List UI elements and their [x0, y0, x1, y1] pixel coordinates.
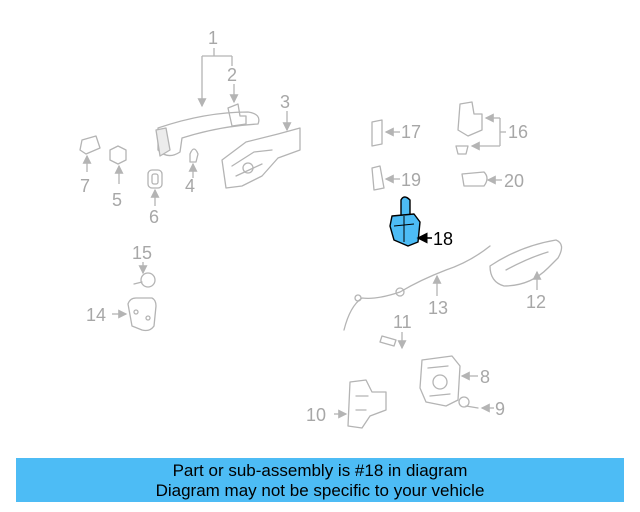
part-10-bracket[interactable] [347, 379, 387, 429]
callout-19: 19 [401, 170, 421, 190]
part-17-pad[interactable] [371, 119, 383, 147]
part-12-inside-handle[interactable] [489, 239, 563, 287]
part-20-clip[interactable] [461, 171, 488, 187]
part-15-bolt[interactable] [133, 272, 156, 288]
callout-12: 12 [526, 292, 546, 312]
callout-10: 10 [306, 405, 326, 425]
part-2-bracket[interactable] [227, 103, 247, 127]
callout-15: 15 [132, 243, 152, 263]
part-7-cap[interactable] [79, 135, 101, 155]
part-9-screw[interactable] [458, 396, 479, 409]
callout-16: 16 [508, 122, 528, 142]
part-1-outside-handle[interactable] [155, 111, 260, 157]
banner-line-2: Diagram may not be specific to your vehi… [155, 481, 485, 500]
callout-9: 9 [495, 399, 505, 419]
part-14-plate[interactable] [127, 297, 157, 332]
callout-6: 6 [149, 207, 159, 227]
callout-2: 2 [227, 65, 237, 85]
banner-line-1: Part or sub-assembly is #18 in diagram [172, 461, 468, 480]
part-3-latch-assembly[interactable] [221, 127, 301, 189]
part-8-door-latch[interactable] [419, 355, 461, 407]
callout-18: 18 [433, 229, 453, 249]
callout-7: 7 [80, 176, 90, 196]
part-19-pad[interactable] [371, 165, 385, 191]
info-banner: Part or sub-assembly is #18 in diagram D… [16, 458, 624, 502]
part-5-nut[interactable] [109, 145, 127, 165]
part-6-gasket[interactable] [147, 169, 163, 189]
callout-3: 3 [280, 92, 290, 112]
part-4-clip[interactable] [189, 148, 199, 163]
part-13-cable[interactable] [343, 245, 491, 331]
callout-13: 13 [428, 298, 448, 318]
callout-17: 17 [401, 122, 421, 142]
part-16-hinge[interactable] [455, 101, 483, 155]
callout-14: 14 [86, 305, 106, 325]
part-11-clip[interactable] [379, 335, 397, 347]
callout-1: 1 [208, 28, 218, 48]
callout-20: 20 [504, 171, 524, 191]
callout-8: 8 [480, 367, 490, 387]
callout-4: 4 [185, 176, 195, 196]
part-18-actuator[interactable] [389, 196, 421, 247]
callout-11: 11 [393, 312, 412, 332]
leader-16 [470, 113, 506, 151]
leader-1 [197, 48, 233, 108]
callout-5: 5 [112, 190, 122, 210]
